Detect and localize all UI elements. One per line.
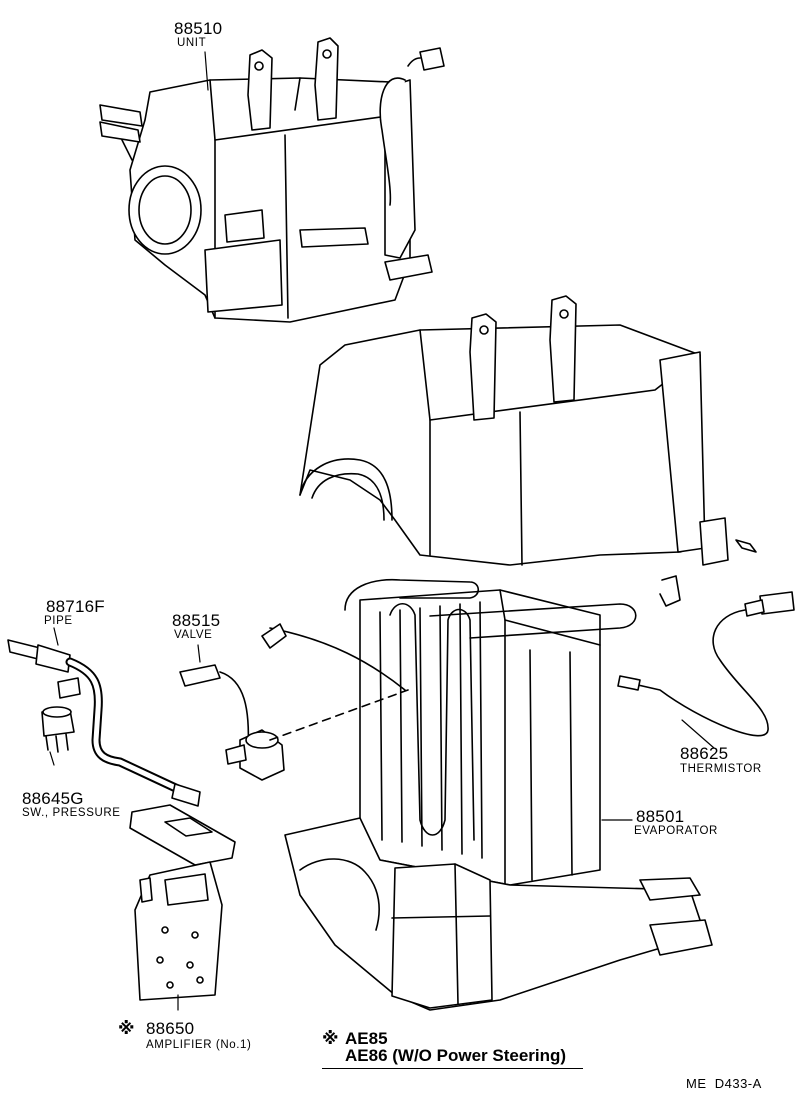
pressure-switch-illustration (41, 706, 75, 753)
part-number-pipe: 88716F (46, 597, 105, 616)
pipe-illustration (7, 639, 201, 807)
note-mark: ※ (322, 1029, 339, 1048)
part-name-unit: UNIT (177, 37, 207, 49)
lower-case-illustration (284, 817, 713, 1011)
part-number-thermistor: 88625 (680, 744, 729, 763)
note-line-1: AE85 (345, 1029, 388, 1048)
part-name-evaporator: EVAPORATOR (634, 825, 718, 837)
note-line-2: AE86 (W/O Power Steering) (345, 1046, 567, 1065)
part-number-pressure-switch: 88645G (22, 789, 84, 808)
unit-assembly-illustration (99, 37, 445, 323)
reference-code: ME D433-A (686, 1076, 762, 1091)
part-name-thermistor: THERMISTOR (680, 763, 762, 775)
part-number-unit: 88510 (174, 19, 223, 38)
callout-leaders (49, 51, 715, 1011)
dashed-leader-lines (269, 689, 409, 741)
amplifier-note-mark: ※ (118, 1019, 135, 1038)
part-number-evaporator: 88501 (636, 807, 685, 826)
thermistor-illustration (617, 591, 795, 737)
part-name-pressure-switch: SW., PRESSURE (22, 807, 121, 819)
part-number-valve: 88515 (172, 611, 221, 630)
part-name-valve: VALVE (174, 629, 213, 641)
evaporator-illustration (261, 578, 637, 886)
upper-case-illustration (299, 295, 757, 607)
note-underline (322, 1068, 583, 1069)
part-name-pipe: PIPE (44, 615, 73, 627)
part-name-amplifier: AMPLIFIER (No.1) (146, 1039, 252, 1051)
part-number-amplifier: 88650 (146, 1019, 195, 1038)
valve-illustration (179, 664, 285, 781)
amplifier-illustration (129, 804, 236, 1001)
